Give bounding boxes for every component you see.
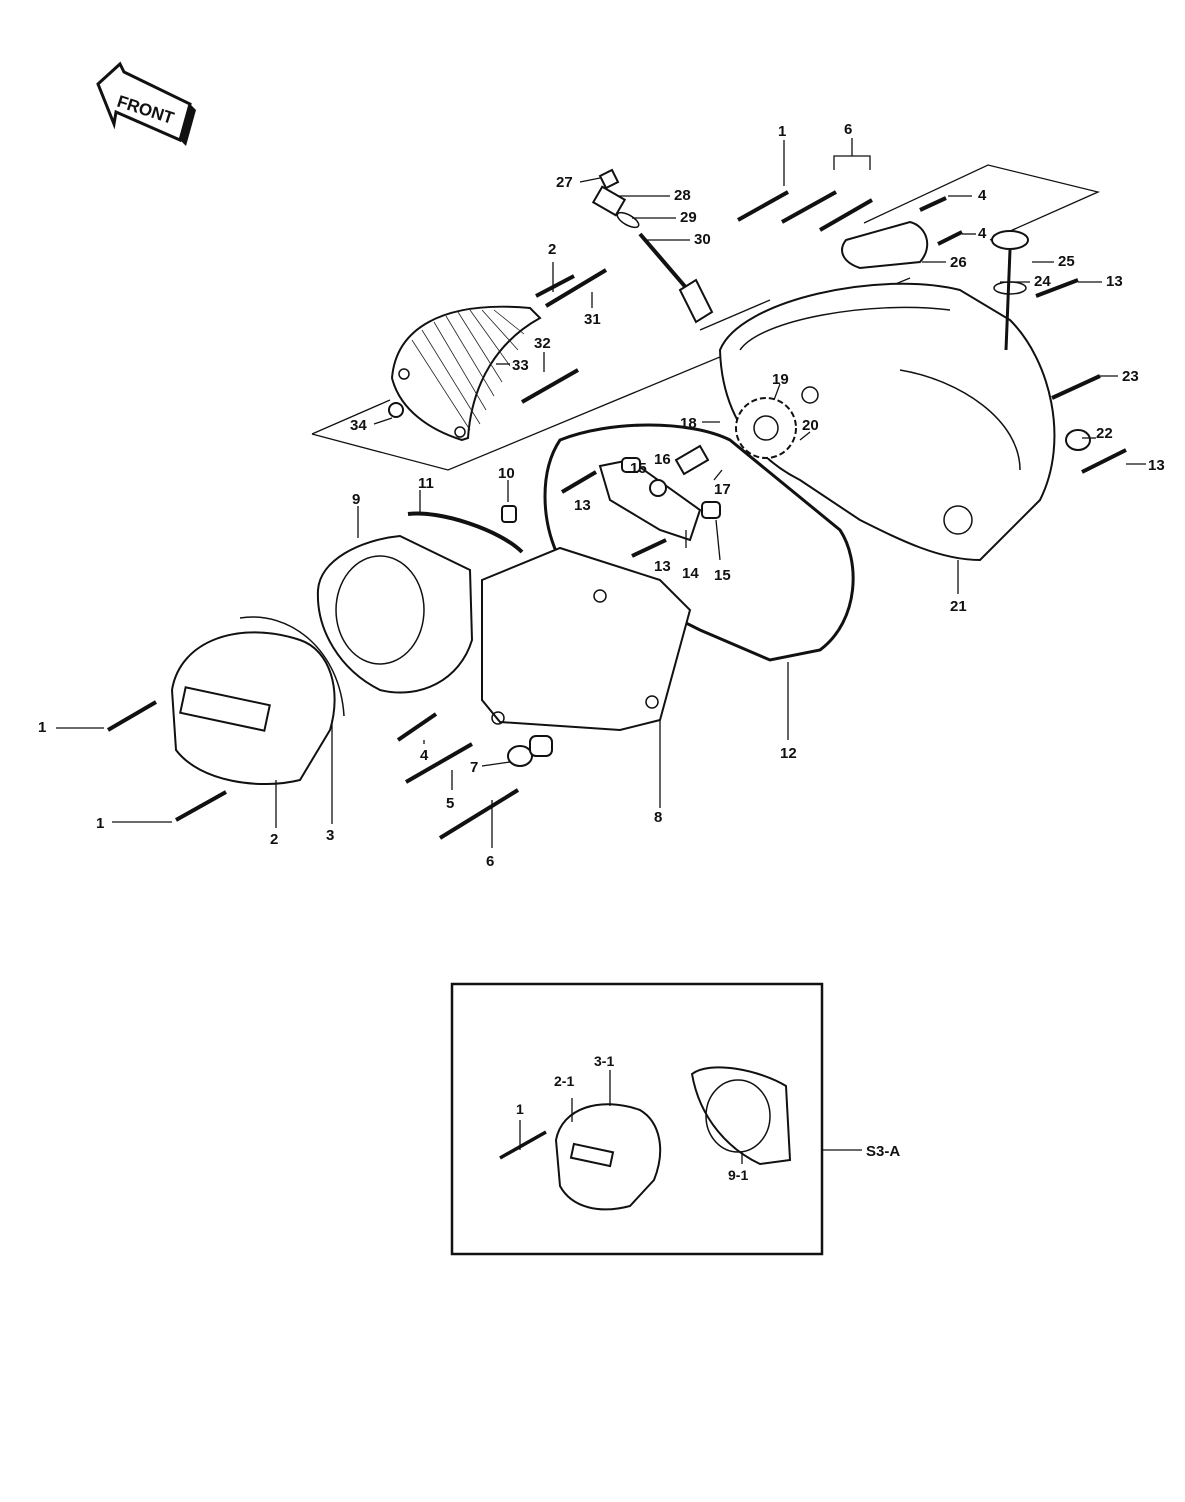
sprocket-cover-part [390, 305, 542, 442]
part-label: 8 [654, 809, 662, 826]
part-label: 2 [270, 831, 278, 848]
part-labels: 1 6 4 4 27 28 29 30 2 31 26 25 24 13 32 … [38, 121, 1165, 870]
part-label: 28 [674, 187, 691, 204]
part-label: 17 [714, 481, 731, 498]
retainer-plate-part [841, 220, 929, 270]
inset-part-label: 9-1 [728, 1167, 748, 1183]
part-label: 15 [714, 567, 731, 584]
leader-lines [56, 138, 1146, 848]
part-label: 30 [694, 231, 711, 248]
inset-code-label: S3-A [866, 1143, 900, 1160]
part-label: 15 [630, 460, 647, 477]
part-label: 14 [682, 565, 699, 582]
part-label: 22 [1096, 425, 1113, 442]
part-label: 33 [512, 357, 529, 374]
bolt-set [106, 190, 1127, 840]
part-label: 20 [802, 417, 819, 434]
part-label: 1 [38, 719, 46, 736]
part-label: 13 [1106, 273, 1123, 290]
part-label: 3 [326, 827, 334, 844]
part-label: 4 [420, 747, 429, 764]
part-label: 4 [978, 187, 987, 204]
cover-gasket-part [543, 423, 855, 662]
part-label: 27 [556, 174, 573, 191]
oil-filler-cap-part [991, 230, 1029, 351]
variant-inset-box: 3-1 2-1 1 9-1 S3-A [450, 982, 900, 1256]
part-label: 11 [418, 475, 434, 492]
part-label: 32 [534, 335, 551, 352]
generator-housing-part [316, 511, 524, 694]
part-label: 19 [772, 371, 789, 388]
part-label: 25 [1058, 253, 1075, 270]
part-label: 2 [548, 241, 556, 258]
part-label: 7 [470, 759, 478, 776]
part-label: 6 [844, 121, 852, 138]
part-label: 34 [350, 417, 367, 434]
part-label: 1 [96, 815, 104, 832]
part-label: 12 [780, 745, 797, 762]
inset-part-label: 3-1 [594, 1053, 614, 1069]
chain-guide-part [501, 444, 721, 542]
part-label: 1 [778, 123, 786, 140]
sprocket-gear-part [735, 397, 797, 459]
part-label: 18 [680, 415, 697, 432]
part-label: 31 [584, 311, 601, 328]
part-label: 23 [1122, 368, 1139, 385]
inset-part-label: 1 [516, 1101, 524, 1117]
oil-pipe-assembly [591, 168, 714, 324]
front-arrow-icon: FRONT [96, 61, 196, 146]
part-label: 6 [486, 853, 494, 870]
part-label: 13 [654, 558, 671, 575]
part-label: 16 [654, 451, 671, 468]
inset-part-label: 2-1 [554, 1073, 574, 1089]
part-label: 21 [950, 598, 967, 615]
part-label: 24 [1034, 273, 1051, 290]
part-label: 13 [574, 497, 591, 514]
part-label: 4 [978, 225, 987, 242]
part-label: 26 [950, 254, 967, 271]
part-label: 29 [680, 209, 697, 226]
part-label: 5 [446, 795, 454, 812]
generator-cover-part [170, 616, 345, 786]
crankcase-cover-part [718, 282, 1056, 562]
part-label: 9 [352, 491, 360, 508]
clutch-cover-part [481, 546, 692, 732]
part-label: 13 [1148, 457, 1165, 474]
part-label: 10 [498, 465, 515, 482]
